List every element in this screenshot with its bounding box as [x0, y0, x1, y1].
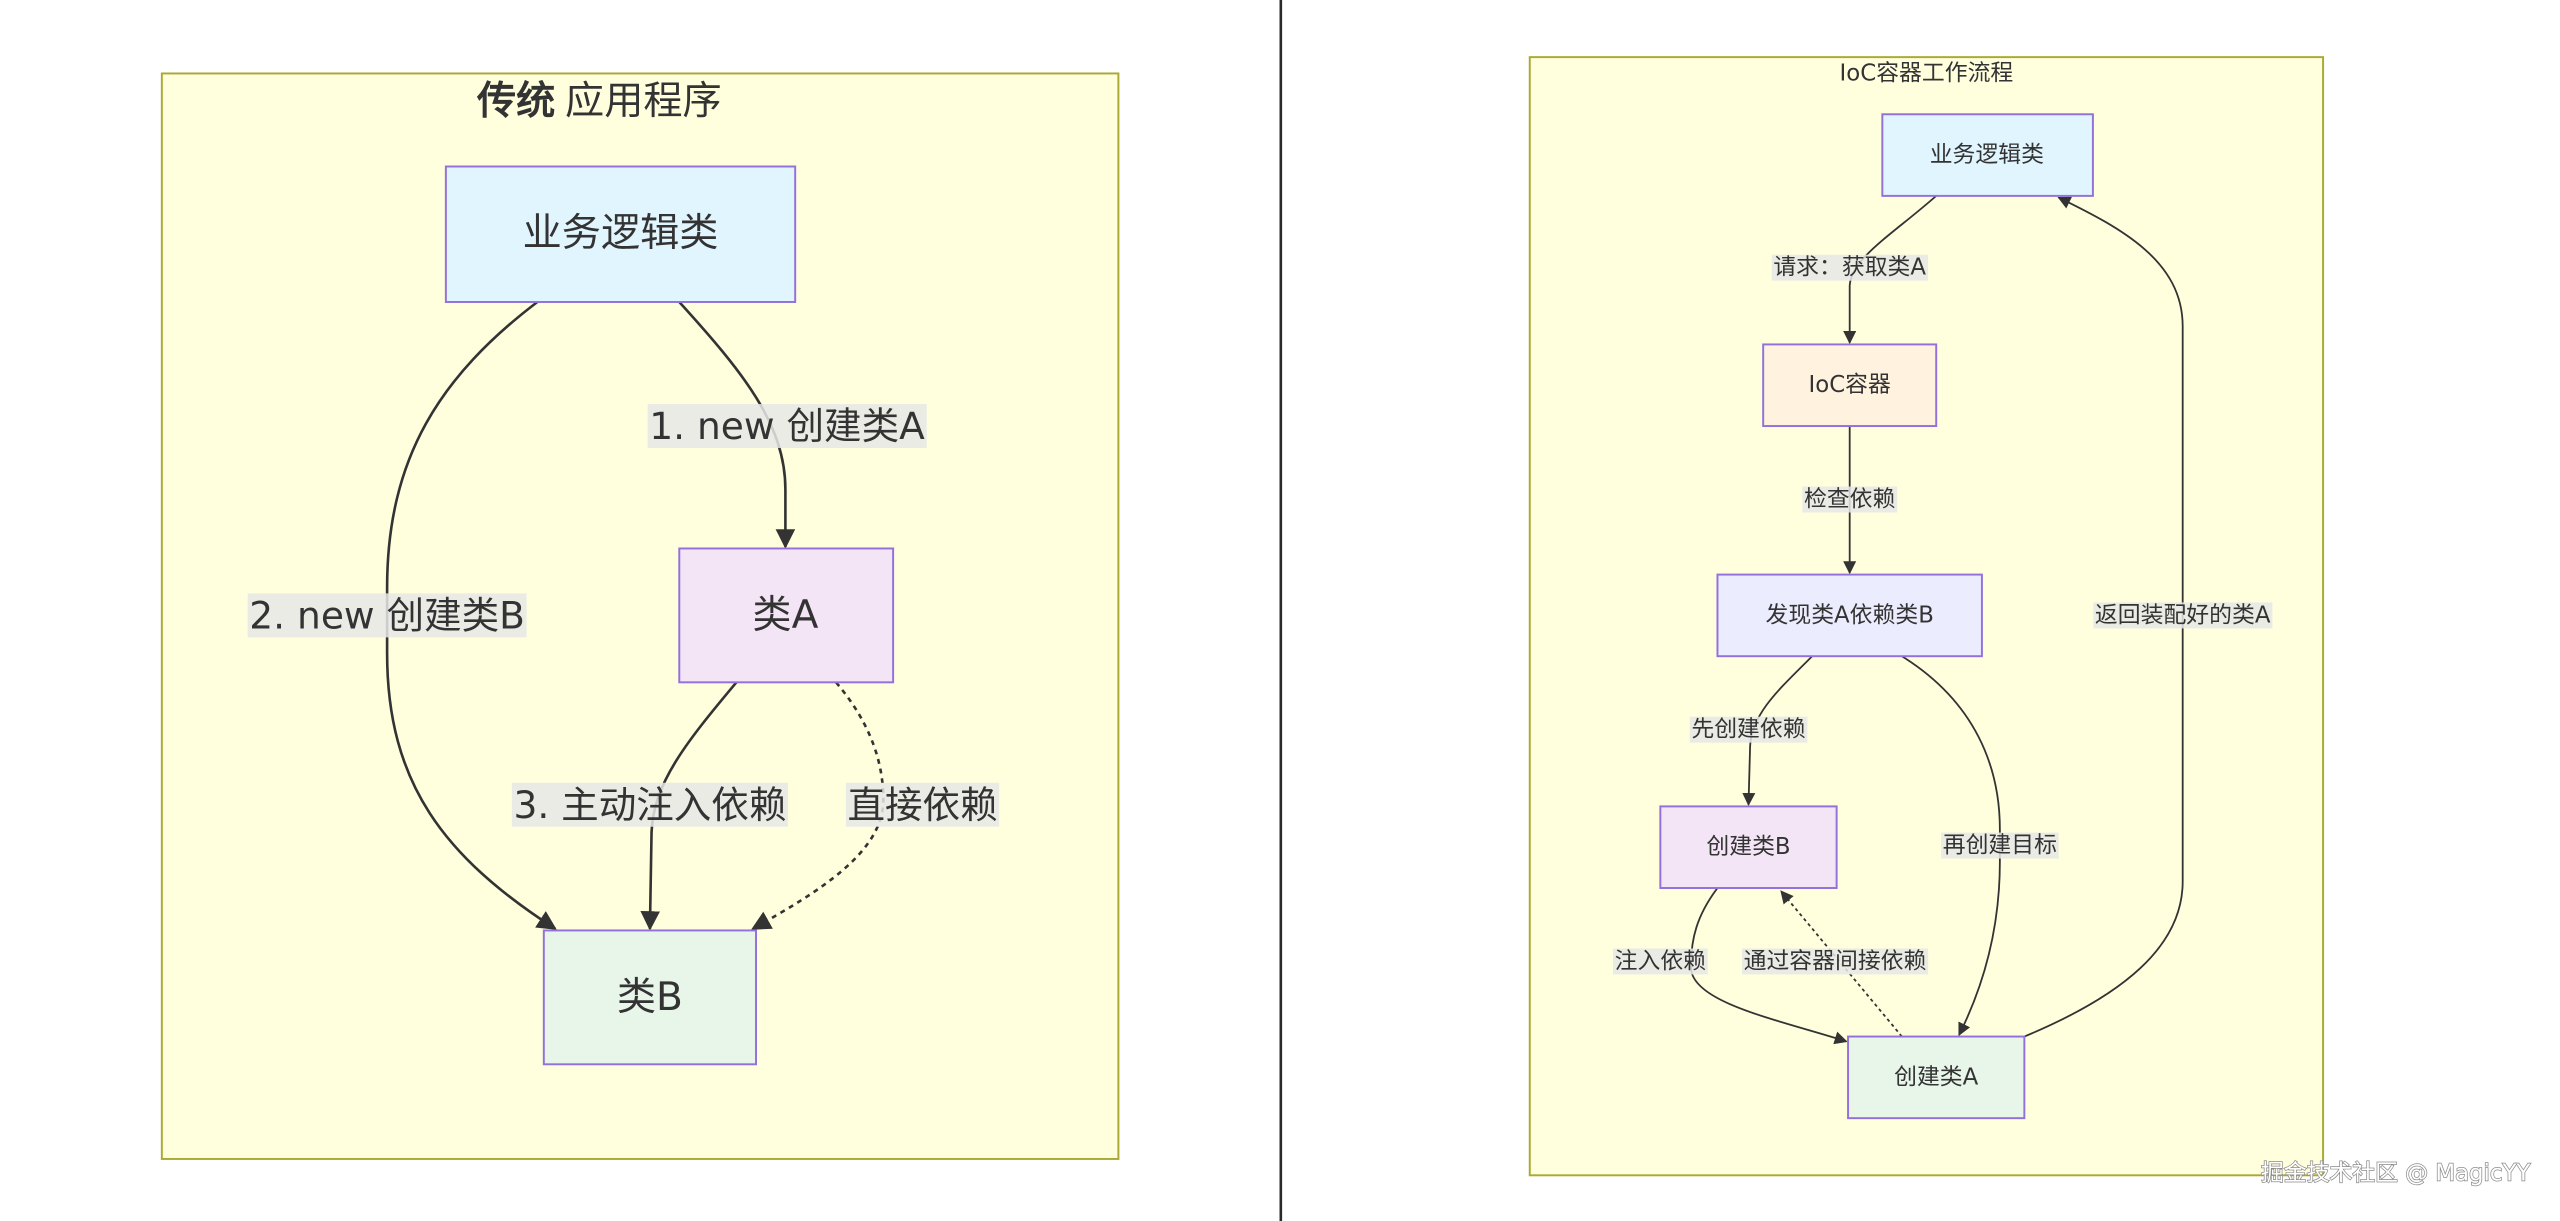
- edge-label-new-class-b: 2. new 创建类B: [247, 593, 527, 638]
- node-class-a-label: 类A: [752, 593, 818, 638]
- node-discover-dependency-label: 发现类A依赖类B: [1766, 602, 1934, 628]
- svg-text:请求：获取类A: 请求：获取类A: [1773, 255, 1926, 281]
- svg-text:注入依赖: 注入依赖: [1615, 948, 1707, 974]
- node-class-b-label: 类B: [617, 975, 683, 1020]
- svg-text:再创建目标: 再创建目标: [1943, 833, 2057, 859]
- edge-label-create-target-next: 再创建目标: [1941, 832, 2059, 859]
- title-rest-part: 应用程序: [565, 79, 722, 124]
- edge-business-to-ioc: [1843, 195, 1937, 345]
- edge-label-indirect-via-container: 通过容器间接依赖: [1741, 948, 1929, 975]
- edge-label-check-dependency: 检查依赖: [1802, 486, 1898, 513]
- node-class-a-box: [678, 547, 895, 684]
- node-ioc-business-logic-box: [1881, 113, 2094, 197]
- svg-text:3. 主动注入依赖: 3. 主动注入依赖: [513, 783, 786, 827]
- edge-discover-to-create-a: [1901, 655, 2001, 1037]
- node-business-logic: 业务逻辑类: [444, 165, 797, 303]
- node-discover-dependency: 发现类A依赖类B: [1716, 573, 1983, 658]
- svg-text:返回装配好的类A: 返回装配好的类A: [2095, 602, 2271, 628]
- node-class-a: 类A: [678, 547, 895, 684]
- node-create-class-b: 创建类B: [1659, 805, 1838, 889]
- node-create-class-b-label: 创建类B: [1706, 834, 1790, 860]
- edge-class-a-to-class-b-direct: [751, 681, 885, 930]
- node-ioc-container-box: [1762, 343, 1938, 428]
- edge-create-a-to-business: [2024, 196, 2184, 1038]
- node-class-b: 类B: [542, 929, 757, 1066]
- node-create-class-a-box: [1847, 1035, 2026, 1120]
- edge-label-inject-dependency: 注入依赖: [1613, 948, 1708, 975]
- svg-text:1. new 创建类A: 1. new 创建类A: [649, 404, 925, 448]
- edge-label-request: 请求：获取类A: [1771, 254, 1929, 281]
- node-create-class-b-box: [1659, 805, 1838, 889]
- node-ioc-container-label: IoC容器: [1809, 372, 1892, 398]
- node-business-logic-label: 业务逻辑类: [523, 211, 719, 256]
- svg-text:先创建依赖: 先创建依赖: [1691, 717, 1805, 743]
- edge-label-direct-dependency: 直接依赖: [845, 782, 1000, 827]
- edge-label-active-inject: 3. 主动注入依赖: [511, 782, 789, 827]
- svg-text:通过容器间接依赖: 通过容器间接依赖: [1744, 948, 1927, 974]
- edge-label-return-assembled: 返回装配好的类A: [2093, 602, 2273, 629]
- edge-business-to-class-a: [678, 301, 796, 549]
- node-ioc-business-logic-label: 业务逻辑类: [1930, 142, 2044, 168]
- traditional-app-diagram: 传统应用程序 业务逻辑类 类A 类B 1. new 创建类A 2. new 创建…: [160, 72, 1120, 1160]
- svg-text:直接依赖: 直接依赖: [847, 783, 997, 827]
- node-class-b-box: [542, 929, 757, 1066]
- node-create-class-a-label: 创建类A: [1894, 1064, 1979, 1090]
- node-business-logic-box: [444, 165, 797, 303]
- watermark: 掘金技术社区 @ MagicYY: [2261, 1161, 2530, 1187]
- traditional-app-title: 传统应用程序: [476, 79, 722, 124]
- node-create-class-a: 创建类A: [1847, 1035, 2026, 1120]
- ioc-workflow-title: IoC容器工作流程: [1840, 60, 2014, 86]
- node-discover-dependency-box: [1716, 573, 1983, 658]
- edge-create-b-to-create-a: [1690, 887, 1848, 1045]
- node-ioc-business-logic: 业务逻辑类: [1881, 113, 2094, 197]
- ioc-workflow-diagram: IoC容器工作流程 业务逻辑类 IoC容器 发现类A依赖类B 创建类B 创建类A: [1528, 56, 2325, 1177]
- svg-text:2. new 创建类B: 2. new 创建类B: [249, 593, 525, 637]
- edge-label-new-class-a: 1. new 创建类A: [647, 404, 927, 449]
- node-ioc-container: IoC容器: [1762, 343, 1938, 428]
- title-bold-part: 传统: [476, 79, 555, 124]
- edge-label-create-dependency-first: 先创建依赖: [1689, 716, 1808, 743]
- svg-text:检查依赖: 检查依赖: [1804, 487, 1896, 513]
- edge-discover-to-create-b: [1742, 655, 1813, 807]
